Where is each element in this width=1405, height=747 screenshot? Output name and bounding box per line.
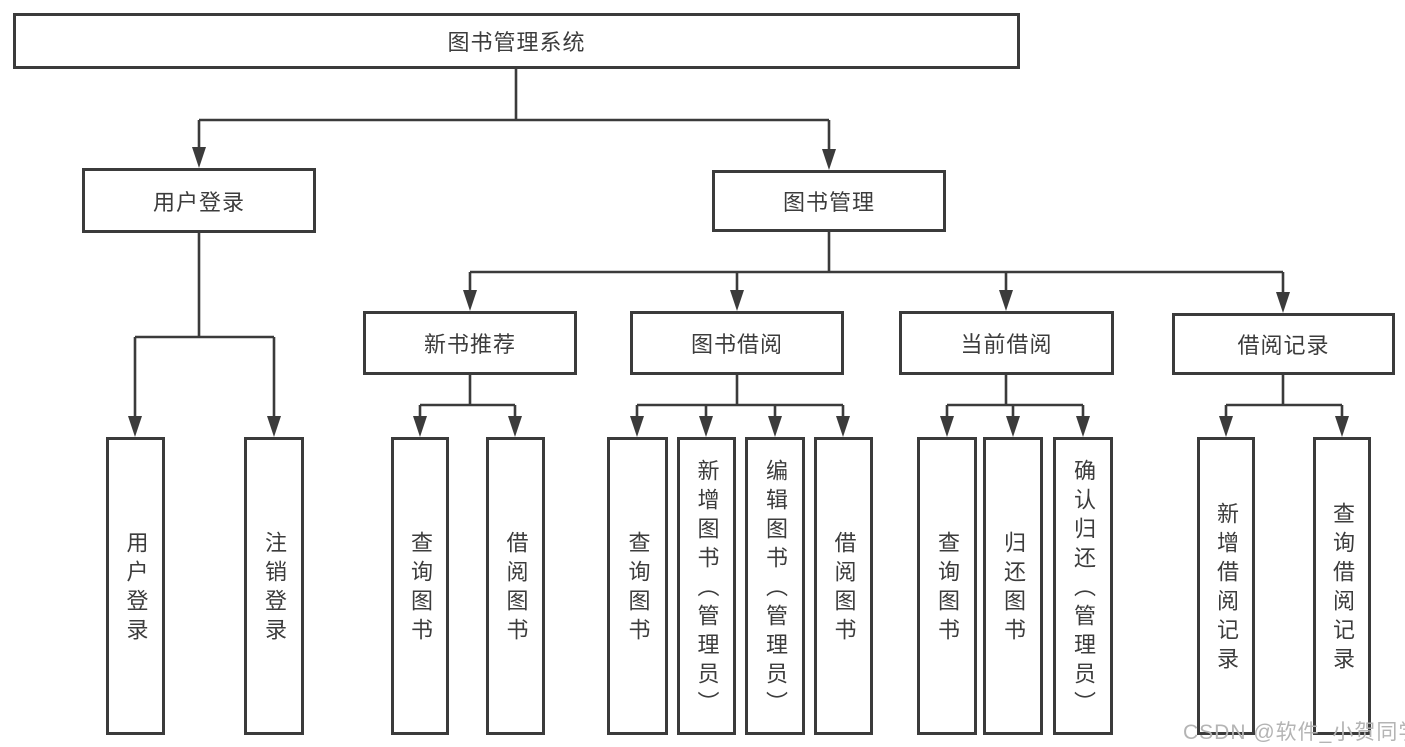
node-book-management: 图书管理	[712, 170, 946, 232]
leaf-query-borrow-record: 查询借阅记录	[1313, 437, 1371, 735]
leaf-query-books-current: 查询图书	[917, 437, 977, 735]
leaf-edit-books-admin: 编辑图书（管理员）	[745, 437, 805, 735]
leaf-add-borrow-record: 新增借阅记录	[1197, 437, 1255, 735]
leaf-query-books-borrowing: 查询图书	[607, 437, 668, 735]
node-user-login: 用户登录	[82, 168, 316, 233]
leaf-query-books-recommend: 查询图书	[391, 437, 449, 735]
node-current-borrowing: 当前借阅	[899, 311, 1114, 375]
node-borrow-records: 借阅记录	[1172, 313, 1395, 375]
csdn-watermark: CSDN @软件_小贺同学	[1183, 721, 1405, 744]
leaf-add-books-admin: 新增图书（管理员）	[677, 437, 736, 735]
leaf-confirm-return-admin: 确认归还（管理员）	[1053, 437, 1113, 735]
node-new-book-recommend: 新书推荐	[363, 311, 577, 375]
leaf-borrow-books: 借阅图书	[814, 437, 873, 735]
node-book-borrowing: 图书借阅	[630, 311, 844, 375]
leaf-return-books: 归还图书	[983, 437, 1043, 735]
leaf-borrow-books-recommend: 借阅图书	[486, 437, 545, 735]
leaf-user-login: 用户登录	[106, 437, 165, 735]
leaf-logout: 注销登录	[244, 437, 304, 735]
node-library-management-system: 图书管理系统	[13, 13, 1020, 69]
